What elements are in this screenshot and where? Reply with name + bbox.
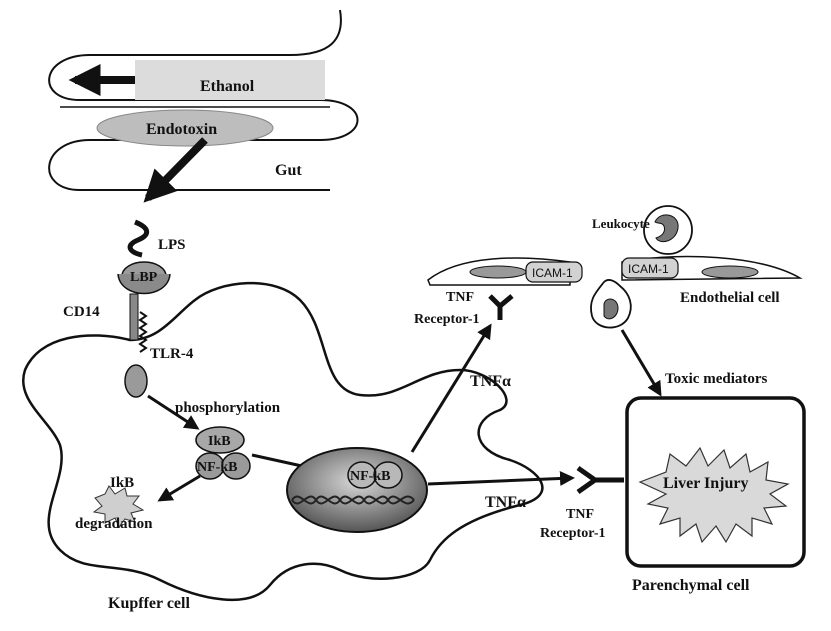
nfkb-right-subunit <box>221 452 251 480</box>
endothelial-nucleus-left <box>469 265 527 279</box>
icam-right-label: ICAM-1 <box>628 262 669 276</box>
icam-right-box <box>621 257 679 279</box>
tlr4-tail <box>124 364 148 398</box>
endotoxin-to-lps-arrow <box>143 137 208 203</box>
lbp-cup <box>117 273 171 295</box>
nfkb-nuclear-right <box>373 461 403 489</box>
parenchymal-cell-label: Parenchymal cell <box>632 577 750 594</box>
ethanol-band <box>135 60 325 100</box>
nfkb-nucleus-label: NF-kB <box>350 469 390 484</box>
kupffer-cell-outline <box>22 281 544 602</box>
endothelial-cell-label: Endothelial cell <box>680 290 780 306</box>
tnf-receptor-right-icon <box>576 465 624 495</box>
degradation-label: degradation <box>75 516 153 532</box>
endotoxin-label: Endotoxin <box>146 121 217 138</box>
liver-injury-burst <box>638 446 790 544</box>
dna-strand-2 <box>291 495 415 505</box>
gut-wall <box>48 9 359 191</box>
tnfa-right-label: TNFα <box>485 494 526 511</box>
leukocyte-label: Leukocyte <box>592 216 650 231</box>
gut-label: Gut <box>275 162 302 179</box>
tnfa-up-label: TNFα <box>470 373 511 390</box>
tnf-receptor-top-icon <box>488 294 514 320</box>
tlr4-to-ikb-arrow <box>147 394 200 430</box>
tnf-receptor-right-tnf: TNF <box>566 507 594 522</box>
toxic-mediators-arrow <box>620 329 662 397</box>
tnfa-right-arrow <box>427 471 575 486</box>
leukocyte-nucleus <box>654 214 679 243</box>
complex-to-degradation-arrow <box>157 474 201 502</box>
lbp-label: LBP <box>130 270 158 285</box>
liver-injury-label: Liver Injury <box>663 475 748 492</box>
nucleus <box>286 447 428 533</box>
lps-label: LPS <box>158 237 186 253</box>
ethanol-label: Ethanol <box>200 78 255 95</box>
degradation-burst <box>92 485 145 528</box>
endotoxin-ellipse <box>96 109 274 147</box>
ikb-label: IkB <box>208 434 231 449</box>
transmigrating-nucleus <box>603 298 619 320</box>
cd14-stalk <box>129 293 139 341</box>
tlr4-coil <box>138 311 148 353</box>
ikb-protein <box>195 426 245 454</box>
cd14-label: CD14 <box>63 304 100 320</box>
icam-left-box <box>525 261 583 283</box>
tnf-receptor-top-rec: Receptor-1 <box>414 312 480 327</box>
tnf-receptor-right-rec: Receptor-1 <box>540 526 606 541</box>
icam-left-label: ICAM-1 <box>532 266 573 280</box>
tnfa-up-arrow <box>410 323 492 453</box>
nfkb-label: NF-kB <box>197 460 237 475</box>
kupffer-cell-label: Kupffer cell <box>108 595 190 612</box>
toxic-mediators-label: Toxic mediators <box>665 371 768 387</box>
endothelial-nucleus-right <box>701 265 759 279</box>
tnf-receptor-top-tnf: TNF <box>446 290 474 305</box>
phosphorylation-label: phosphorylation <box>175 400 281 416</box>
tlr4-label: TLR-4 <box>150 346 194 362</box>
lps-squiggle <box>127 219 150 258</box>
ikb-degraded-label: IkB <box>110 475 134 491</box>
